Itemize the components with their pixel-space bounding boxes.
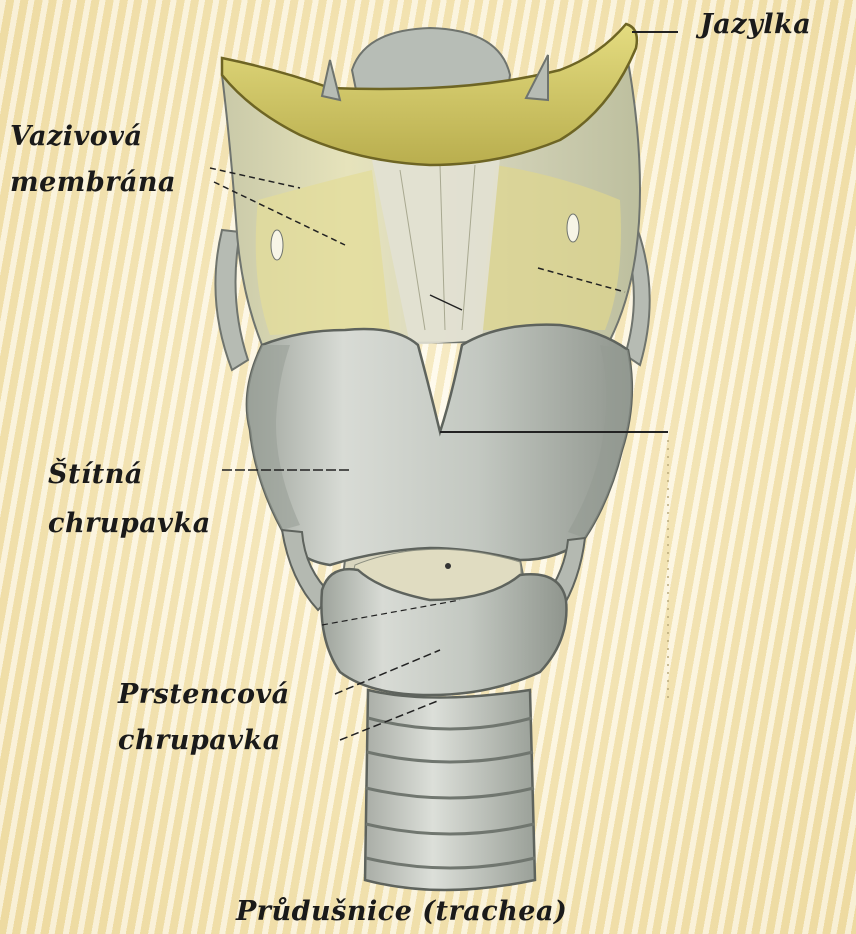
label-membrane-line2: membrána bbox=[10, 164, 176, 202]
right-foramen bbox=[567, 214, 579, 242]
label-thyroid-line2: chrupavka bbox=[48, 505, 211, 543]
label-hyoid: Jazylka bbox=[700, 6, 811, 44]
label-trachea: Průdušnice (trachea) bbox=[236, 893, 567, 931]
label-thyroid-line1: Štítná bbox=[48, 456, 143, 494]
label-cricoid-line2: chrupavka bbox=[118, 722, 281, 760]
label-membrane-line1: Vazivová bbox=[10, 118, 142, 156]
left-foramen bbox=[271, 230, 283, 260]
label-cricoid-line1: Prstencová bbox=[118, 676, 290, 714]
hyoid-lesser-horn-left bbox=[322, 60, 340, 100]
